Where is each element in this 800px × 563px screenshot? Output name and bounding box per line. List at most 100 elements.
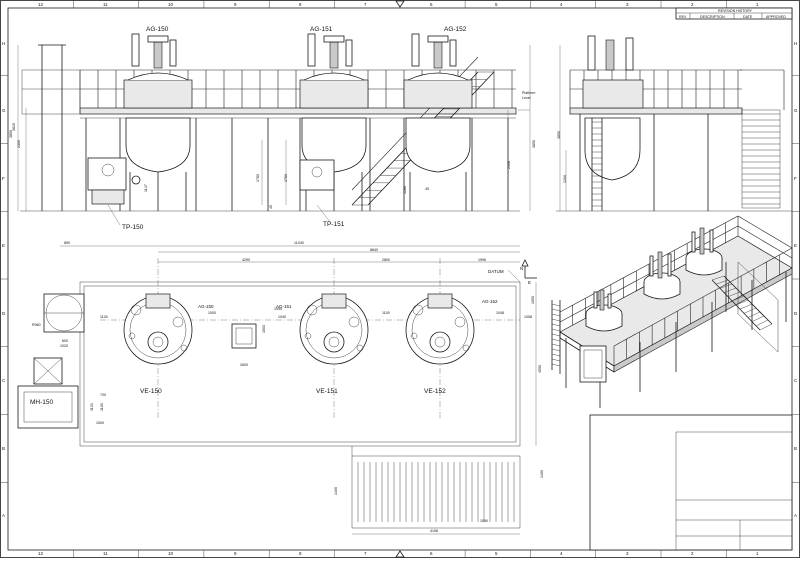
row-label: B xyxy=(2,446,5,451)
stair-tread xyxy=(719,283,733,289)
isometric-view xyxy=(551,215,793,408)
plan-mh-label: MH-150 xyxy=(30,399,54,406)
plan-dim-overall: 11040 xyxy=(294,241,304,245)
dim-leg-height: 2508 xyxy=(507,161,511,169)
col-label: 8 xyxy=(299,2,302,7)
ladder-rung xyxy=(551,303,561,307)
platform-label-line2: Level xyxy=(522,96,531,100)
col-label: 7 xyxy=(364,551,367,556)
iso-tank-1 xyxy=(585,289,623,332)
col-label: 11 xyxy=(103,551,108,556)
row-label: H xyxy=(794,41,797,46)
plan-dim-d6: 1020 xyxy=(60,344,68,348)
col-label: 2 xyxy=(691,551,694,556)
plan-dim-s1: 1100 xyxy=(100,315,108,319)
row-label: H xyxy=(2,41,5,46)
plan-agitator-label: AG-150 xyxy=(198,304,214,309)
revision-header: REVISION HISTORY xyxy=(718,9,753,13)
col-label: 10 xyxy=(168,2,174,7)
front-agitator-label: AG-150 xyxy=(146,26,169,33)
ladder-rung xyxy=(551,313,561,317)
row-label: D xyxy=(2,311,6,316)
plan-dim-dia: R960 xyxy=(32,323,41,327)
plan-dim-d4: 1100 xyxy=(100,403,104,411)
col-label: 8 xyxy=(299,551,302,556)
plan-dim-d7: 600 xyxy=(62,339,68,343)
plan-dim-s2: 1000 xyxy=(208,311,216,315)
stair-tread xyxy=(759,323,773,331)
plan-dim-d8: 1133 xyxy=(90,403,94,411)
col-label: 7 xyxy=(364,2,367,7)
plan-vessel-151 xyxy=(299,293,369,365)
row-label: B xyxy=(794,446,797,451)
plan-dim-s6: 1040 xyxy=(278,315,286,319)
row-label: F xyxy=(794,176,797,181)
ladder-rung xyxy=(551,318,561,322)
row-label: C xyxy=(2,378,6,383)
plan-dim-d1: 1050 xyxy=(531,296,535,304)
col-label: 4 xyxy=(560,551,563,556)
dim-angle: 45 xyxy=(425,187,429,191)
col-label: 2 xyxy=(691,2,694,7)
side-dim-h2: 1200 xyxy=(563,175,567,183)
ladder-rung xyxy=(551,338,561,342)
ladder-rung xyxy=(551,328,561,332)
col-label: 3 xyxy=(626,2,629,7)
ladder-rung xyxy=(551,308,561,312)
stair-tread xyxy=(747,311,761,318)
col-label: 10 xyxy=(168,551,174,556)
plan-vessel-150 xyxy=(123,293,193,365)
plan-dim-d3: 1400 xyxy=(540,470,544,478)
front-elevation: Platform Level 3850 2300 3815 3850 2508 … xyxy=(9,26,536,231)
plan-dim-v3: 1996 xyxy=(478,258,486,262)
plan-dim-stair-height: 1400 xyxy=(334,487,338,495)
plan-dim-s4: 1048 xyxy=(496,311,504,315)
side-dim-h1: 3850 xyxy=(557,131,561,139)
dim-right-height: 3850 xyxy=(532,140,536,148)
dim-c: 1780 xyxy=(284,174,288,182)
plan-dim-s5: 1050 xyxy=(274,307,282,311)
revision-col-approved: APPROVED xyxy=(766,15,786,19)
col-label: 5 xyxy=(495,551,498,556)
plan-vessel-label: VE-150 xyxy=(140,388,162,395)
dim-overall-height: 3850 xyxy=(9,130,13,138)
col-label: 4 xyxy=(560,2,563,7)
row-label: E xyxy=(794,243,797,248)
tp-151-skid xyxy=(299,159,335,223)
north-label: N xyxy=(520,266,523,271)
stair-tread xyxy=(735,299,749,306)
plan-dim-v2: 2800 xyxy=(382,258,390,262)
plan-dim-d2: 4590 xyxy=(538,365,542,373)
col-label: 12 xyxy=(38,551,44,556)
ladder-rung xyxy=(551,358,561,362)
tp-150-label: TP-150 xyxy=(122,224,144,231)
col-label: 6 xyxy=(430,551,433,556)
stair-tread xyxy=(751,315,765,322)
plan-dim-left: 890 xyxy=(64,241,70,245)
dim-platform-height: 2300 xyxy=(17,140,21,148)
col-label: 6 xyxy=(430,2,433,7)
row-label: G xyxy=(794,108,798,113)
revision-col-date: DATE xyxy=(743,15,753,19)
ladder-rung xyxy=(551,348,561,352)
east-label: E xyxy=(528,280,531,285)
dim-d: 1280 xyxy=(403,186,407,194)
row-label: C xyxy=(794,378,798,383)
vessel-front-152 xyxy=(403,33,473,211)
revision-table: REVISION HISTORY REV DESCRIPTION DATE AP… xyxy=(675,7,793,20)
tp-151-label: TP-151 xyxy=(323,221,345,228)
row-label: A xyxy=(2,513,5,518)
border-labels: 12 11 10 9 8 7 6 5 4 3 2 1 12 11 10 9 8 … xyxy=(2,2,798,556)
revision-col-rev: REV xyxy=(679,15,687,19)
stair-tread xyxy=(755,319,769,327)
plan-dim-d9: 1000 xyxy=(96,421,104,425)
dim-a: 3815 xyxy=(12,123,16,131)
revision-col-description: DESCRIPTION xyxy=(700,15,725,19)
vessel-front-151 xyxy=(299,33,369,211)
col-label: 1 xyxy=(756,551,759,556)
row-label: G xyxy=(2,108,6,113)
ladder-rung xyxy=(551,343,561,347)
plan-vessel-152 xyxy=(405,293,475,365)
stair-tread xyxy=(739,303,753,310)
row-label: E xyxy=(2,243,5,248)
